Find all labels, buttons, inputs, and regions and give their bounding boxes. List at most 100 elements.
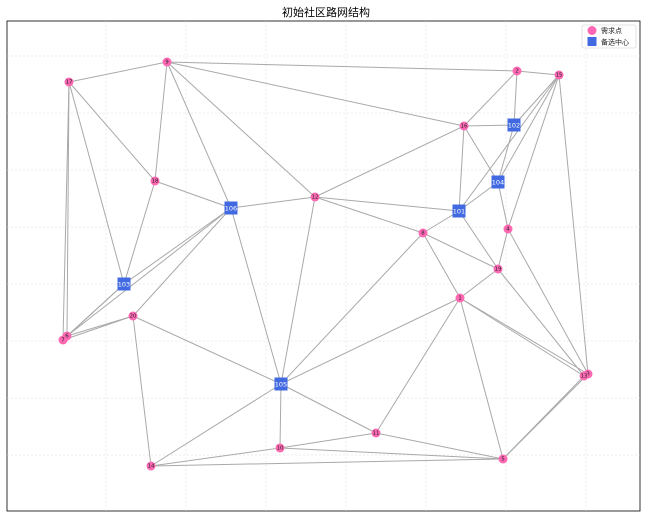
edge-20-7: [62, 315, 134, 341]
demand-node-label: 4: [506, 226, 510, 232]
demand-node-9: 9: [162, 57, 172, 67]
demand-node-marker: [455, 293, 465, 303]
demand-node-label: 1: [458, 295, 462, 301]
demand-node-label: 8: [421, 230, 425, 236]
edge-12-8: [314, 196, 424, 234]
demand-node-label: 3: [586, 371, 590, 377]
edge-15-3: [558, 74, 589, 375]
candidate-node-106: 106: [224, 201, 238, 215]
edge-12-101: [314, 196, 460, 212]
demand-node-17: 17: [64, 77, 74, 87]
edge-8-19: [422, 232, 499, 270]
candidate-node-marker: [507, 118, 521, 132]
candidate-node-marker: [117, 277, 131, 291]
edge-10-5: [279, 447, 504, 460]
demand-node-label: 7: [61, 337, 65, 343]
demand-node-15: 15: [554, 70, 564, 80]
edge-12-16: [314, 125, 465, 198]
demand-node-marker: [554, 70, 564, 80]
edge-105-10: [279, 383, 282, 449]
edge-17-9: [68, 61, 168, 83]
demand-node-label: 14: [148, 463, 155, 469]
demand-node-label: 17: [66, 79, 73, 85]
legend: 需求点 备选中心: [581, 24, 637, 49]
demand-node-marker: [275, 443, 285, 453]
edge-14-5: [150, 458, 504, 467]
edge-106-6: [66, 207, 232, 337]
legend-demand-marker: [587, 26, 597, 35]
demand-node-label: 19: [495, 266, 502, 272]
edge-1-3: [459, 297, 589, 375]
edge-8-105: [280, 232, 424, 385]
demand-node-8: 8: [418, 228, 428, 238]
legend-demand-label: 需求点: [601, 26, 622, 35]
candidate-node-104: 104: [491, 175, 505, 189]
candidate-node-105: 105: [274, 377, 288, 391]
candidate-node-label: 102: [508, 121, 520, 129]
edge-103-7: [62, 283, 125, 341]
edge-18-106: [154, 180, 232, 209]
demand-node-7: 7: [58, 335, 68, 345]
demand-node-12: 12: [310, 192, 320, 202]
edge-17-18: [68, 81, 156, 182]
edge-11-5: [375, 432, 504, 460]
node-layer: 1234567891011121314151617181920101102103…: [58, 57, 593, 471]
edge-15-4: [507, 74, 560, 230]
edge-20-105: [132, 315, 282, 385]
candidate-node-marker: [274, 377, 288, 391]
edge-17-7: [62, 81, 70, 341]
demand-node-marker: [459, 121, 469, 131]
candidate-node-marker: [452, 204, 466, 218]
demand-node-marker: [498, 454, 508, 464]
legend-candidate-label: 备选中心: [601, 37, 629, 46]
edge-4-3: [507, 228, 589, 375]
candidate-node-101: 101: [452, 204, 466, 218]
edge-1-5: [459, 297, 504, 460]
edge-106-103: [123, 207, 232, 285]
edge-2-15: [516, 70, 560, 76]
demand-node-marker: [512, 66, 522, 76]
demand-node-10: 10: [275, 443, 285, 453]
demand-node-marker: [128, 311, 138, 321]
edge-20-14: [132, 315, 152, 467]
edge-106-12: [230, 196, 316, 209]
edge-102-104: [497, 124, 515, 183]
edge-9-18: [154, 61, 168, 182]
candidate-node-label: 101: [453, 207, 465, 215]
demand-node-label: 5: [501, 456, 505, 462]
edge-15-104: [497, 74, 560, 183]
edge-5-3: [502, 373, 589, 460]
edge-105-11: [280, 383, 377, 434]
demand-node-4: 4: [503, 224, 513, 234]
edge-17-103: [68, 81, 125, 285]
candidate-node-label: 105: [275, 380, 287, 388]
edge-1-11: [375, 297, 461, 434]
edge-16-104: [463, 125, 499, 183]
candidate-node-label: 104: [492, 178, 504, 186]
edge-1-13: [459, 297, 585, 377]
edge-layer: [62, 61, 589, 467]
demand-node-label: 10: [277, 445, 284, 451]
demand-node-label: 20: [130, 313, 137, 319]
demand-node-18: 18: [150, 176, 160, 186]
edge-106-105: [230, 207, 282, 385]
edge-9-2: [166, 61, 518, 72]
demand-node-marker: [150, 176, 160, 186]
edge-12-105: [280, 196, 316, 385]
demand-node-19: 19: [493, 264, 503, 274]
edge-19-13: [497, 268, 585, 377]
candidate-node-label: 103: [118, 280, 130, 288]
edge-105-14: [150, 383, 282, 467]
edge-10-14: [150, 447, 281, 467]
edge-9-16: [166, 61, 465, 127]
edge-4-19: [497, 228, 509, 270]
demand-node-marker: [146, 461, 156, 471]
demand-node-13: 13: [579, 371, 589, 381]
demand-node-1: 1: [455, 293, 465, 303]
demand-node-label: 11: [373, 430, 380, 436]
edge-8-1: [422, 232, 461, 299]
demand-node-label: 9: [165, 59, 169, 65]
demand-node-marker: [493, 264, 503, 274]
edge-19-1: [459, 268, 499, 299]
